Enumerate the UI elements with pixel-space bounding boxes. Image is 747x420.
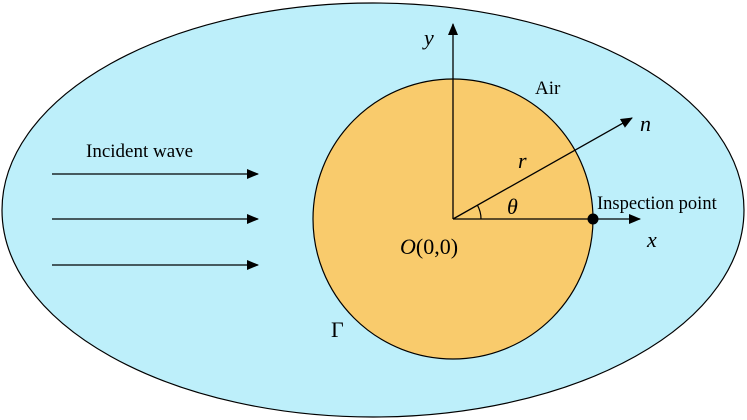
boundary-label: Γ [331,317,344,342]
air-label: Air [535,78,561,99]
x-axis-label: x [646,227,657,252]
angle-arc [476,204,482,220]
origin-label: O(0,0) [400,234,458,259]
angle-label: θ [507,194,518,219]
normal-label: n [640,111,651,136]
y-axis-label: y [422,25,434,50]
radius-label: r [518,148,527,173]
inspection-point-label: Inspection point [597,194,718,214]
incident-wave-label: Incident wave [86,141,193,162]
normal-vector [452,117,633,220]
inspection-point-marker [587,213,599,225]
